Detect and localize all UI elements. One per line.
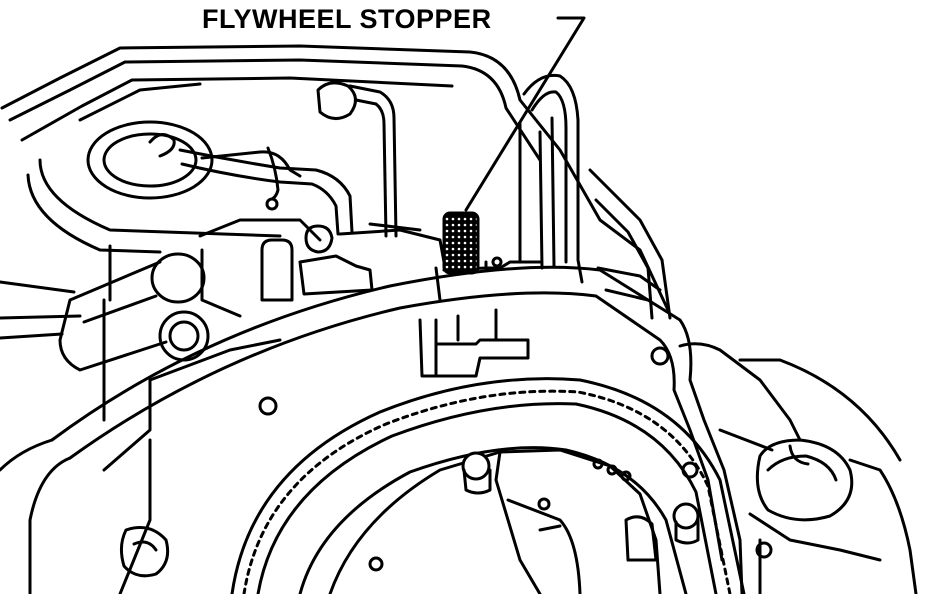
housing-bolt-hole	[755, 541, 773, 559]
callout-leader	[464, 16, 586, 212]
engine-block-left	[0, 218, 446, 472]
stopper-knurled-knob	[442, 211, 480, 275]
flywheel-stopper-tool	[418, 211, 542, 378]
starter-motor	[678, 342, 918, 596]
housing-bolt-hole	[258, 396, 278, 416]
fuel-lines	[518, 73, 672, 320]
housing-bolt-hole	[650, 346, 670, 366]
flywheel-face	[328, 448, 700, 596]
breather-cap	[86, 120, 214, 200]
vacuum-hoses	[178, 81, 398, 238]
flywheel-ring-gear	[230, 377, 746, 596]
flywheel-bolt	[672, 502, 700, 530]
flywheel-stopper-label: FLYWHEEL STOPPER	[202, 4, 492, 34]
flywheel-bolt	[461, 451, 491, 481]
